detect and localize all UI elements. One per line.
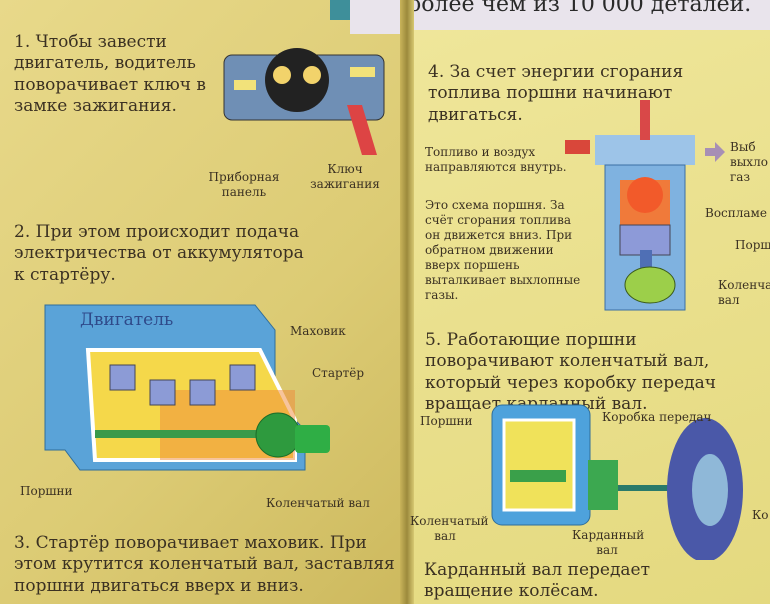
label-ignition-key: Ключ зажигания — [310, 162, 380, 191]
step-3-text: 3. Стартёр поворачивает маховик. При это… — [14, 533, 395, 596]
step-5-text: 5. Работающие поршни поворачивают коленч… — [425, 330, 716, 414]
step-2-text: 2. При этом происходит подача электричес… — [14, 222, 304, 285]
label-starter: Стартёр — [312, 366, 365, 380]
label-pistons: Поршни — [20, 484, 73, 498]
label-crankshaft-2: Коленчатый вал — [410, 514, 489, 543]
piston-illustration — [565, 100, 725, 311]
top-page-strip — [350, 0, 770, 34]
engine-title: Двигатель — [80, 310, 174, 330]
label-dashboard: Приборная панель — [208, 170, 280, 199]
step-1-text: 1. Чтобы завести двигатель, водитель пов… — [14, 32, 206, 116]
label-crank: Коленча вал — [718, 278, 770, 307]
label-crankshaft: Коленчатый вал — [266, 496, 370, 510]
drivetrain-illustration — [491, 404, 743, 560]
label-driveshaft: Карданный вал — [572, 528, 645, 557]
label-wheel: Ко — [752, 508, 769, 522]
label-piston: Порш — [735, 238, 770, 252]
label-gearbox: Коробка передач — [602, 410, 712, 424]
top-text: более чем из 10 000 деталей. — [408, 0, 752, 17]
label-exhaust: Выб выхло газ — [730, 140, 768, 184]
label-flywheel: Маховик — [290, 324, 346, 338]
caption: Карданный вал передает вращение колёсам. — [424, 560, 651, 602]
dashboard-illustration — [223, 48, 385, 155]
piston-description: Это схема поршня. За счёт сгорания топли… — [425, 198, 581, 302]
engine-illustration — [44, 304, 330, 471]
book-gutter — [400, 0, 414, 604]
label-ignition: Воспламе — [705, 206, 767, 220]
step-4-text: 4. За счет энергии сгорания топлива порш… — [428, 62, 684, 125]
label-fuel-air: Топливо и воздух направляются внутрь. — [425, 145, 567, 174]
label-pistons-2: Поршни — [420, 414, 473, 428]
